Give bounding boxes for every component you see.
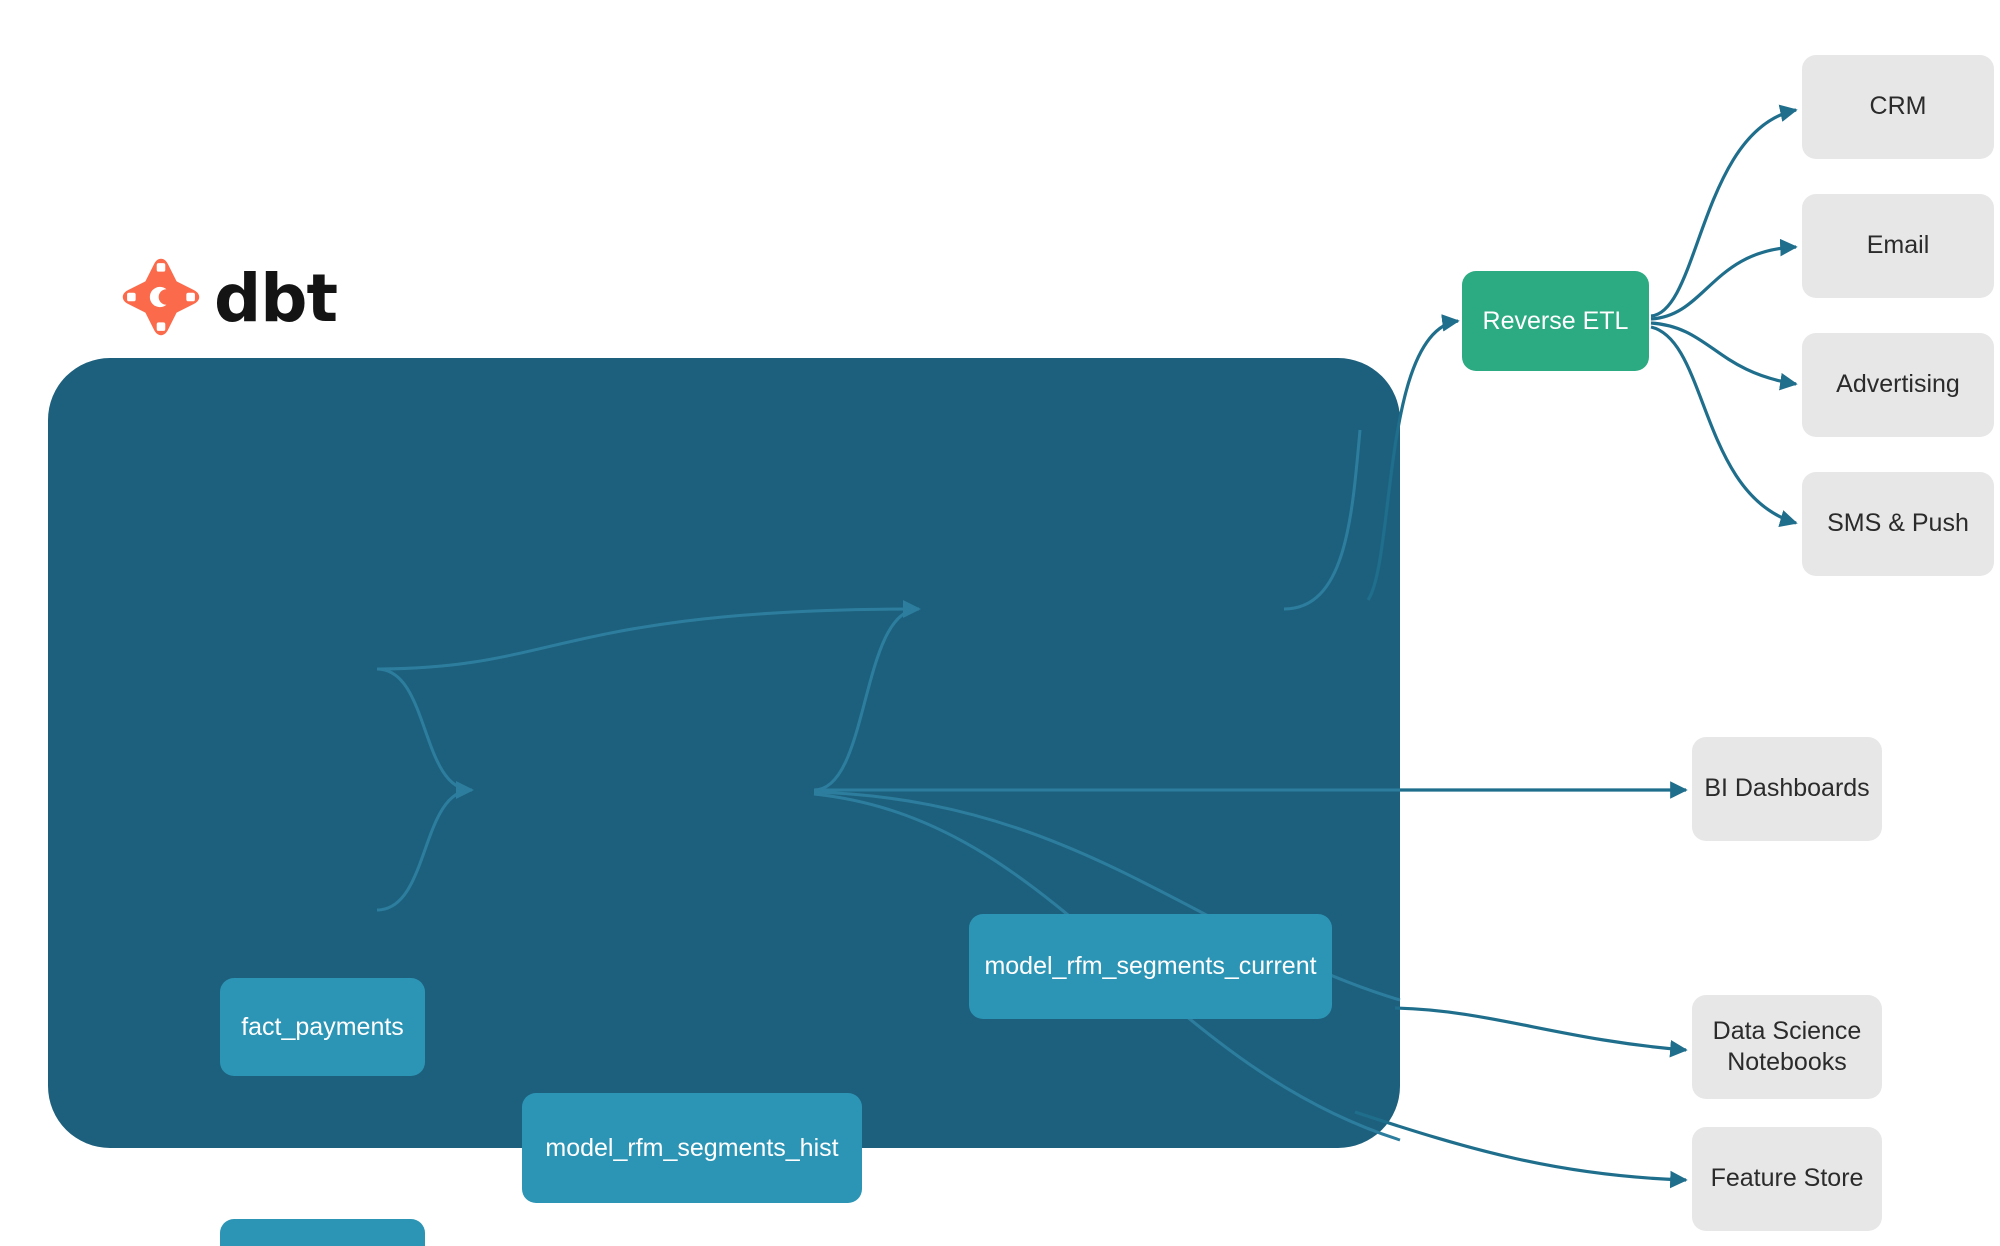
node-label-multiline: Data Science Notebooks [1713, 1016, 1862, 1079]
model-node-dim-calendar[interactable]: dim_calendar [220, 1219, 425, 1246]
node-label-line2: Notebooks [1727, 1048, 1847, 1076]
dbt-logo: dbt [122, 258, 338, 337]
model-node-model-rfm-segments-hist[interactable]: model_rfm_segments_hist [522, 1093, 862, 1203]
node-label: SMS & Push [1827, 509, 1969, 538]
reverse-etl-node[interactable]: Reverse ETL [1462, 271, 1649, 371]
model-node-fact-payments[interactable]: fact_payments [220, 978, 425, 1076]
dbt-wordmark: dbt [214, 260, 338, 337]
node-label: model_rfm_segments_current [984, 952, 1317, 980]
consumer-node-data-science-notebooks[interactable]: Data Science Notebooks [1692, 995, 1882, 1099]
node-label: Email [1866, 231, 1930, 260]
node-label: Feature Store [1710, 1164, 1864, 1193]
node-label: BI Dashboards [1704, 774, 1870, 803]
node-label: Advertising [1836, 370, 1960, 399]
destination-node-email[interactable]: Email [1802, 194, 1994, 298]
model-node-model-rfm-segments-current[interactable]: model_rfm_segments_current [969, 914, 1332, 1019]
node-label: CRM [1869, 92, 1927, 121]
dbt-logo-icon [122, 258, 200, 336]
destination-node-sms-push[interactable]: SMS & Push [1802, 472, 1994, 576]
node-label: fact_payments [241, 1012, 404, 1041]
node-label-line1: Data Science [1712, 1016, 1862, 1045]
consumer-node-feature-store[interactable]: Feature Store [1692, 1127, 1882, 1231]
destination-node-advertising[interactable]: Advertising [1802, 333, 1994, 437]
destination-node-crm[interactable]: CRM [1802, 55, 1994, 159]
consumer-node-bi-dashboards[interactable]: BI Dashboards [1692, 737, 1882, 841]
dbt-project-container: fact_payments dim_calendar model_rfm_seg… [48, 358, 1401, 1246]
node-label: Reverse ETL [1482, 306, 1629, 335]
node-label: model_rfm_segments_hist [545, 1133, 839, 1162]
